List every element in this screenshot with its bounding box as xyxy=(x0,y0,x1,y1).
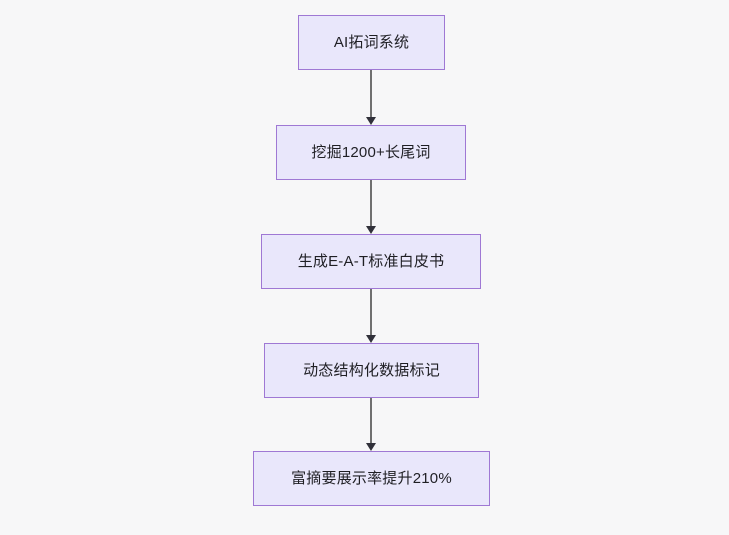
flow-node-label: AI拓词系统 xyxy=(333,34,410,51)
arrow-down-icon xyxy=(366,226,376,234)
flow-edge-2 xyxy=(370,180,372,226)
flow-node-label: 挖掘1200+长尾词 xyxy=(311,144,431,161)
flow-node-ai-keyword-system[interactable]: AI拓词系统 xyxy=(298,15,445,70)
flow-node-rich-snippet-impression-uplift[interactable]: 富摘要展示率提升210% xyxy=(253,451,490,506)
flow-node-label: 生成E-A-T标准白皮书 xyxy=(297,253,445,270)
flow-node-generate-eat-whitepaper[interactable]: 生成E-A-T标准白皮书 xyxy=(261,234,481,289)
arrow-down-icon xyxy=(366,117,376,125)
flow-edge-3 xyxy=(370,289,372,335)
flow-node-label: 富摘要展示率提升210% xyxy=(291,470,452,487)
flow-node-label: 动态结构化数据标记 xyxy=(303,362,440,379)
flow-node-dynamic-structured-data-markup[interactable]: 动态结构化数据标记 xyxy=(264,343,479,398)
flow-edge-1 xyxy=(370,70,372,117)
arrow-down-icon xyxy=(366,335,376,343)
flow-node-mine-longtail-keywords[interactable]: 挖掘1200+长尾词 xyxy=(276,125,466,180)
flow-edge-4 xyxy=(370,398,372,443)
arrow-down-icon xyxy=(366,443,376,451)
